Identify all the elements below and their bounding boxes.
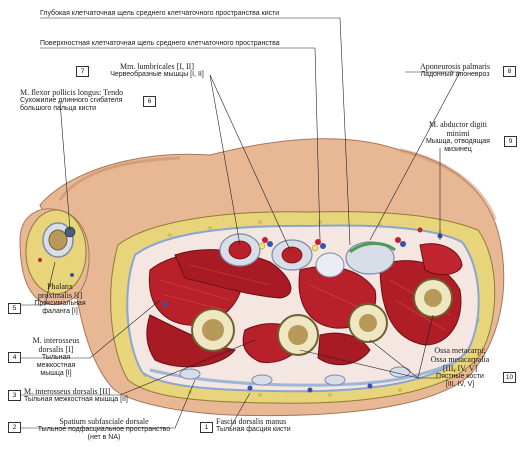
label-metacarpal-bones: Ossa metacarpi; Ossa metacarpalia [III, …: [430, 346, 490, 388]
label-proximal-phalanx: Phalanx proximalis [I] Проксимальная фал…: [34, 282, 86, 315]
label-number-6: 6: [143, 96, 156, 107]
metacarpal-bones: [191, 278, 453, 356]
tendons: [219, 233, 396, 278]
label-number-10: 10: [503, 372, 516, 383]
label-number-5: 5: [8, 303, 21, 314]
vessels-nerves: [157, 227, 443, 393]
label-number-3: 3: [8, 390, 21, 401]
label-number-2: 2: [8, 422, 21, 433]
label-deep-space: Глубокая клетчаточная щель среднего клет…: [40, 10, 280, 17]
label-number-8: 8: [503, 66, 516, 77]
label-interosseus-dorsalis-2: M. interosseus dorsalis [II] Тыльная меж…: [24, 387, 128, 403]
label-superficial-space: Поверхностная клетчаточная щель среднего…: [40, 40, 280, 47]
label-subfascial-space: Spatium subfasciale dorsale Тыльное подф…: [37, 417, 171, 441]
label-number-4: 4: [8, 352, 21, 363]
label-number-9: 9: [504, 136, 517, 147]
label-fascia-dorsalis: Fascia dorsalis manus Тыльная фасция кис…: [216, 417, 291, 433]
thumb-cross-section: [19, 208, 90, 306]
label-number-7: 7: [76, 66, 89, 77]
dorsal-structures: [149, 360, 456, 387]
label-flexor-pollicis-tendon: M. flexor pollicis longus: Tendo Сухожил…: [20, 88, 124, 112]
leader-lines: [20, 17, 461, 429]
label-aponeurosis: Aponeurosis palmaris Ладонный апоневроз: [420, 62, 490, 78]
label-abductor-digiti-minimi: M. abductor digiti minimi Мышца, отводящ…: [426, 120, 490, 153]
label-number-1: 1: [200, 422, 213, 433]
label-lumbricales: Mm. lumbricales [I, II] Червеобразные мы…: [110, 62, 204, 78]
label-interosseus-dorsalis-1: M. interosseus dorsalis [I] Тыльная межк…: [32, 336, 80, 377]
